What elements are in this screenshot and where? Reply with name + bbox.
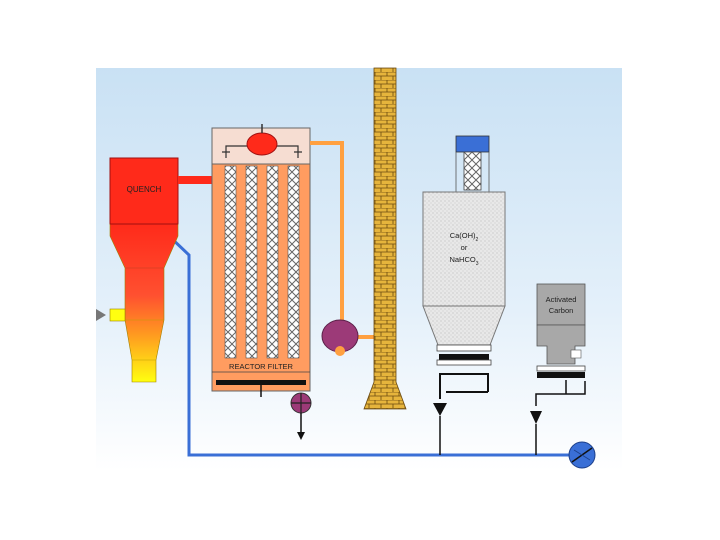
filter-bag (287, 165, 300, 359)
carbon-feeder (537, 372, 585, 378)
filter-conveyor (216, 380, 306, 385)
reactor-filter-label: REACTOR FILTER (229, 362, 293, 371)
silo-label-line3: NaHCO3 (449, 255, 478, 267)
silo-vent-cap (455, 135, 490, 153)
reactor-filter: REACTOR FILTER (211, 124, 311, 397)
reagent-silo: Ca(OH)2 or NaHCO3 (422, 135, 506, 455)
quench-tower: QUENCH (96, 157, 179, 383)
carbon-hopper: Activated Carbon (530, 283, 586, 455)
pump-icon (568, 441, 596, 469)
fan-icon (321, 319, 359, 356)
silo-label-line1: Ca(OH)2 (450, 231, 479, 243)
pulse-tank (246, 132, 278, 156)
quench-label: QUENCH (127, 185, 162, 194)
filter-bag (266, 165, 279, 359)
filter-bag (224, 165, 237, 359)
valve-icon (290, 392, 312, 440)
silo-label-line2: or (461, 243, 468, 252)
arrow-down-icon (530, 411, 542, 424)
carbon-label-line2: Carbon (549, 306, 574, 315)
filter-bag (245, 165, 258, 359)
arrow-right-icon (96, 309, 106, 321)
chimney-stack (363, 67, 407, 410)
silo-vent-filter (463, 151, 482, 191)
arrow-down-icon (433, 403, 447, 416)
arrow-down-icon (297, 432, 305, 440)
red-duct (178, 176, 212, 184)
background-panel (96, 68, 622, 471)
silo-feeder (439, 354, 489, 360)
carbon-label-line1: Activated (546, 295, 577, 304)
blue-pipe (166, 233, 578, 457)
